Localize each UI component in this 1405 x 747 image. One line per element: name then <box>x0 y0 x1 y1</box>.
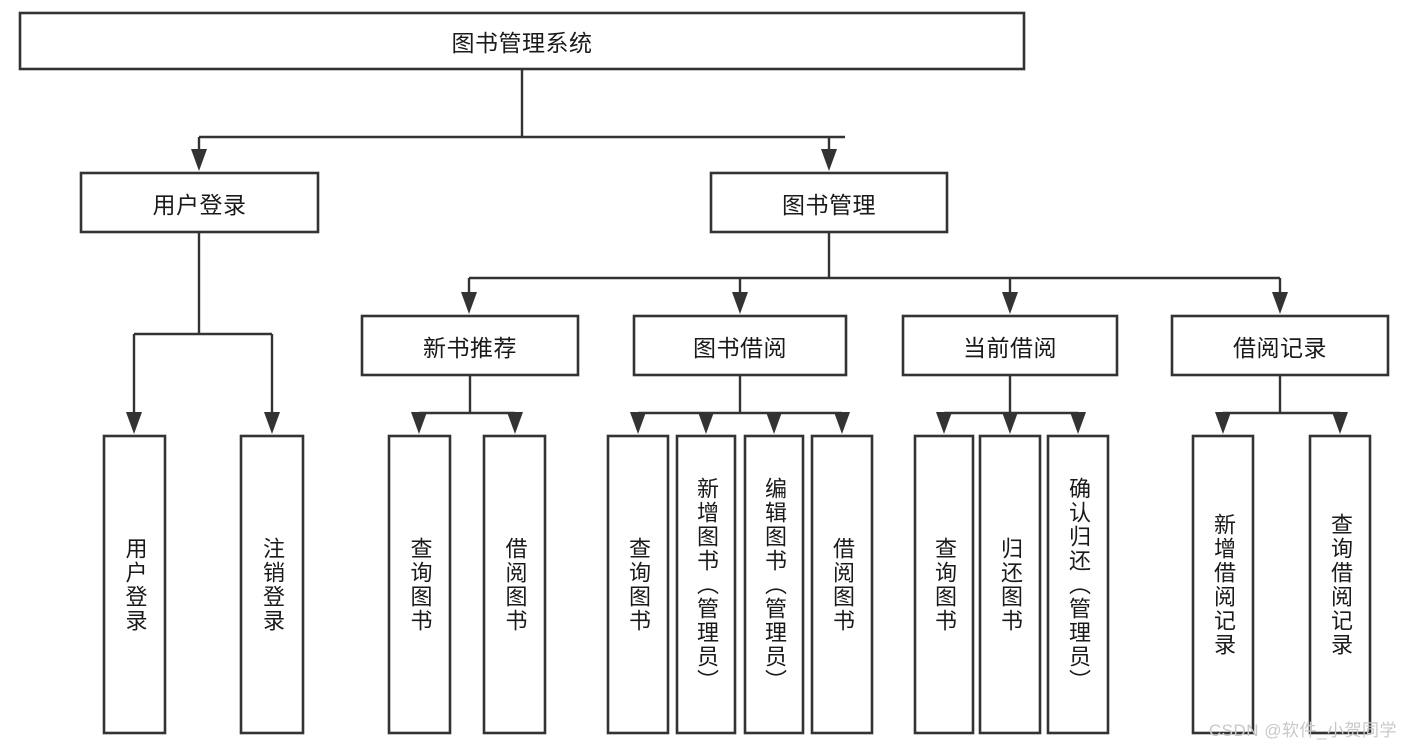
node-box-l3-9[interactable] <box>978 434 1042 735</box>
arrow-heads <box>126 149 1348 434</box>
node-box-l3-10[interactable] <box>1046 434 1110 735</box>
node-box-l1-0[interactable] <box>79 171 320 234</box>
node-box-l2-0[interactable] <box>360 314 580 377</box>
node-box-l2-3[interactable] <box>1170 314 1390 377</box>
arrow-head-icon <box>507 412 523 434</box>
node-box-l1-1[interactable] <box>709 171 949 234</box>
arrow-head-icon <box>834 412 850 434</box>
node-box-l3-12[interactable] <box>1308 434 1372 735</box>
arrow-head-icon <box>1215 412 1231 434</box>
node-box-l3-0[interactable] <box>102 434 167 735</box>
node-box-l3-5[interactable] <box>675 434 737 735</box>
arrow-head-icon <box>732 292 748 314</box>
arrow-head-icon <box>630 412 646 434</box>
node-box-l3-4[interactable] <box>606 434 670 735</box>
arrow-head-icon <box>126 412 142 434</box>
arrow-head-icon <box>1272 292 1288 314</box>
node-box-l3-2[interactable] <box>387 434 452 735</box>
arrow-head-icon <box>821 149 837 171</box>
arrow-head-icon <box>264 412 280 434</box>
arrow-head-icon <box>191 149 207 171</box>
arrow-head-icon <box>1002 412 1018 434</box>
node-box-l2-1[interactable] <box>632 314 848 377</box>
arrow-head-icon <box>698 412 714 434</box>
node-box-l3-8[interactable] <box>913 434 975 735</box>
node-box-l2-2[interactable] <box>901 314 1119 377</box>
arrow-head-icon <box>1332 412 1348 434</box>
node-boxes <box>18 11 1390 735</box>
arrow-head-icon <box>766 412 782 434</box>
node-box-l3-6[interactable] <box>743 434 805 735</box>
arrow-head-icon <box>1070 412 1086 434</box>
node-box-l3-1[interactable] <box>239 434 305 735</box>
watermark-text: CSDN @软件_小贺同学 <box>1208 721 1397 740</box>
arrow-head-icon <box>461 292 477 314</box>
node-box-l3-11[interactable] <box>1191 434 1255 735</box>
arrow-head-icon <box>1002 292 1018 314</box>
node-box-root[interactable] <box>18 11 1026 71</box>
node-box-l3-7[interactable] <box>810 434 874 735</box>
arrow-head-icon <box>411 412 427 434</box>
arrow-head-icon <box>936 412 952 434</box>
node-box-l3-3[interactable] <box>482 434 547 735</box>
